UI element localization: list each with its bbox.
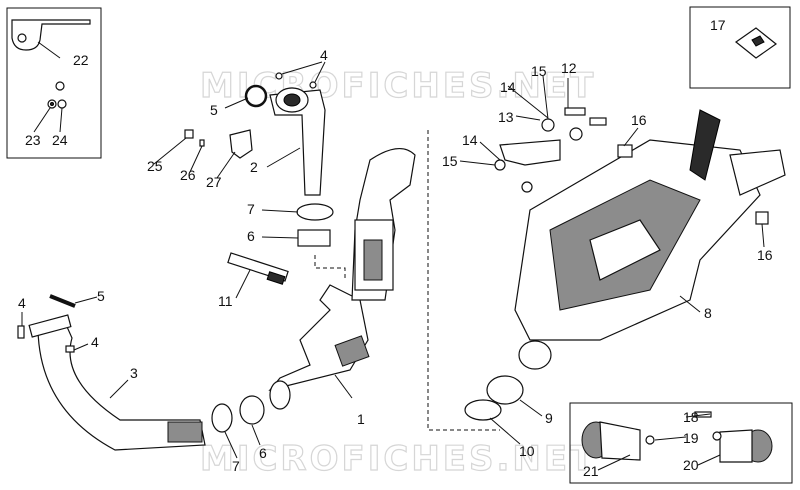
assembly-line-heat-shield [314,255,346,280]
callout-12: 12 [561,60,577,76]
pipe-2 [269,87,326,196]
nut-4a [17,325,25,339]
bracket-27 [229,129,253,159]
callout-14-upper: 14 [500,79,516,95]
callout-3: 3 [130,365,138,381]
callout-21: 21 [583,463,599,479]
stud-5 [49,294,76,308]
sleeve-6a [239,395,265,425]
bolt-23 [47,99,57,109]
clamp-7a [211,403,233,433]
sleeve-9 [486,375,524,405]
callout-24: 24 [52,132,68,148]
nut-24 [55,81,67,109]
callout-6-lower: 6 [259,445,267,461]
callout-25: 25 [147,158,163,174]
callout-15-lower: 15 [442,153,458,169]
bushing-16b [755,211,769,225]
callout-4-top: 4 [320,47,328,63]
callout-19: 19 [683,430,699,446]
nut-4b [65,345,75,353]
callout-6-upper: 6 [247,228,255,244]
bolt-25 [184,129,194,139]
clip-17 [734,27,778,59]
callout-26: 26 [180,167,196,183]
front-header-pipe-3 [28,314,206,451]
callout-23: 23 [25,132,41,148]
callout-4-lower: 4 [91,334,99,350]
callout-27: 27 [206,174,222,190]
callout-18: 18 [683,409,699,425]
muffler-8 [514,109,786,370]
nut-4c [275,72,283,80]
callout-9: 9 [545,410,553,426]
callout-17: 17 [710,17,726,33]
rear-header-pipe-1 [268,284,370,410]
nut-14b [569,127,583,141]
callout-16-lower: 16 [757,247,773,263]
callout-5-left: 5 [97,288,105,304]
bracket-22 [11,19,91,51]
leader-lines [21,41,765,471]
callout-1: 1 [357,411,365,427]
hanger-bracket [499,139,561,166]
callout-13: 13 [498,109,514,125]
bolt-12 [564,107,586,116]
callout-4-left: 4 [18,295,26,311]
clamp-7b [296,203,334,221]
callout-2: 2 [250,159,258,175]
callout-8: 8 [704,305,712,321]
callout-16-upper: 16 [631,112,647,128]
washer-19b [712,431,722,441]
callout-10: 10 [519,443,535,459]
callout-15-upper: 15 [531,63,547,79]
callout-11: 11 [218,293,233,309]
end-cap-20 [719,429,773,463]
end-cap-21 [581,421,641,461]
lambda-sensor-11 [227,252,289,285]
catalyst-pipe [351,148,416,301]
bolt-13 [589,117,607,126]
clamp-10 [464,399,502,421]
inset-box-18-21 [569,402,793,484]
watermark-bottom: MICROFICHES.NET [200,439,596,479]
washer-19a [645,435,655,445]
washer-15b [541,118,555,132]
bushing-16a [617,144,633,158]
washer-15a [494,159,506,171]
callout-14-lower: 14 [462,132,478,148]
callout-7-upper: 7 [247,201,255,217]
inset-box-17 [689,6,791,89]
callout-20: 20 [683,457,699,473]
assembly-line-muffler [427,130,500,431]
sleeve-6b [297,229,331,247]
callout-5-top: 5 [210,102,218,118]
inset-box-22-24 [6,7,102,159]
nut-14a [521,181,533,193]
nut-26 [199,139,205,147]
callout-7-lower: 7 [232,458,240,474]
nut-4d [309,81,317,89]
callout-22: 22 [73,52,89,68]
gasket-5 [244,84,268,108]
